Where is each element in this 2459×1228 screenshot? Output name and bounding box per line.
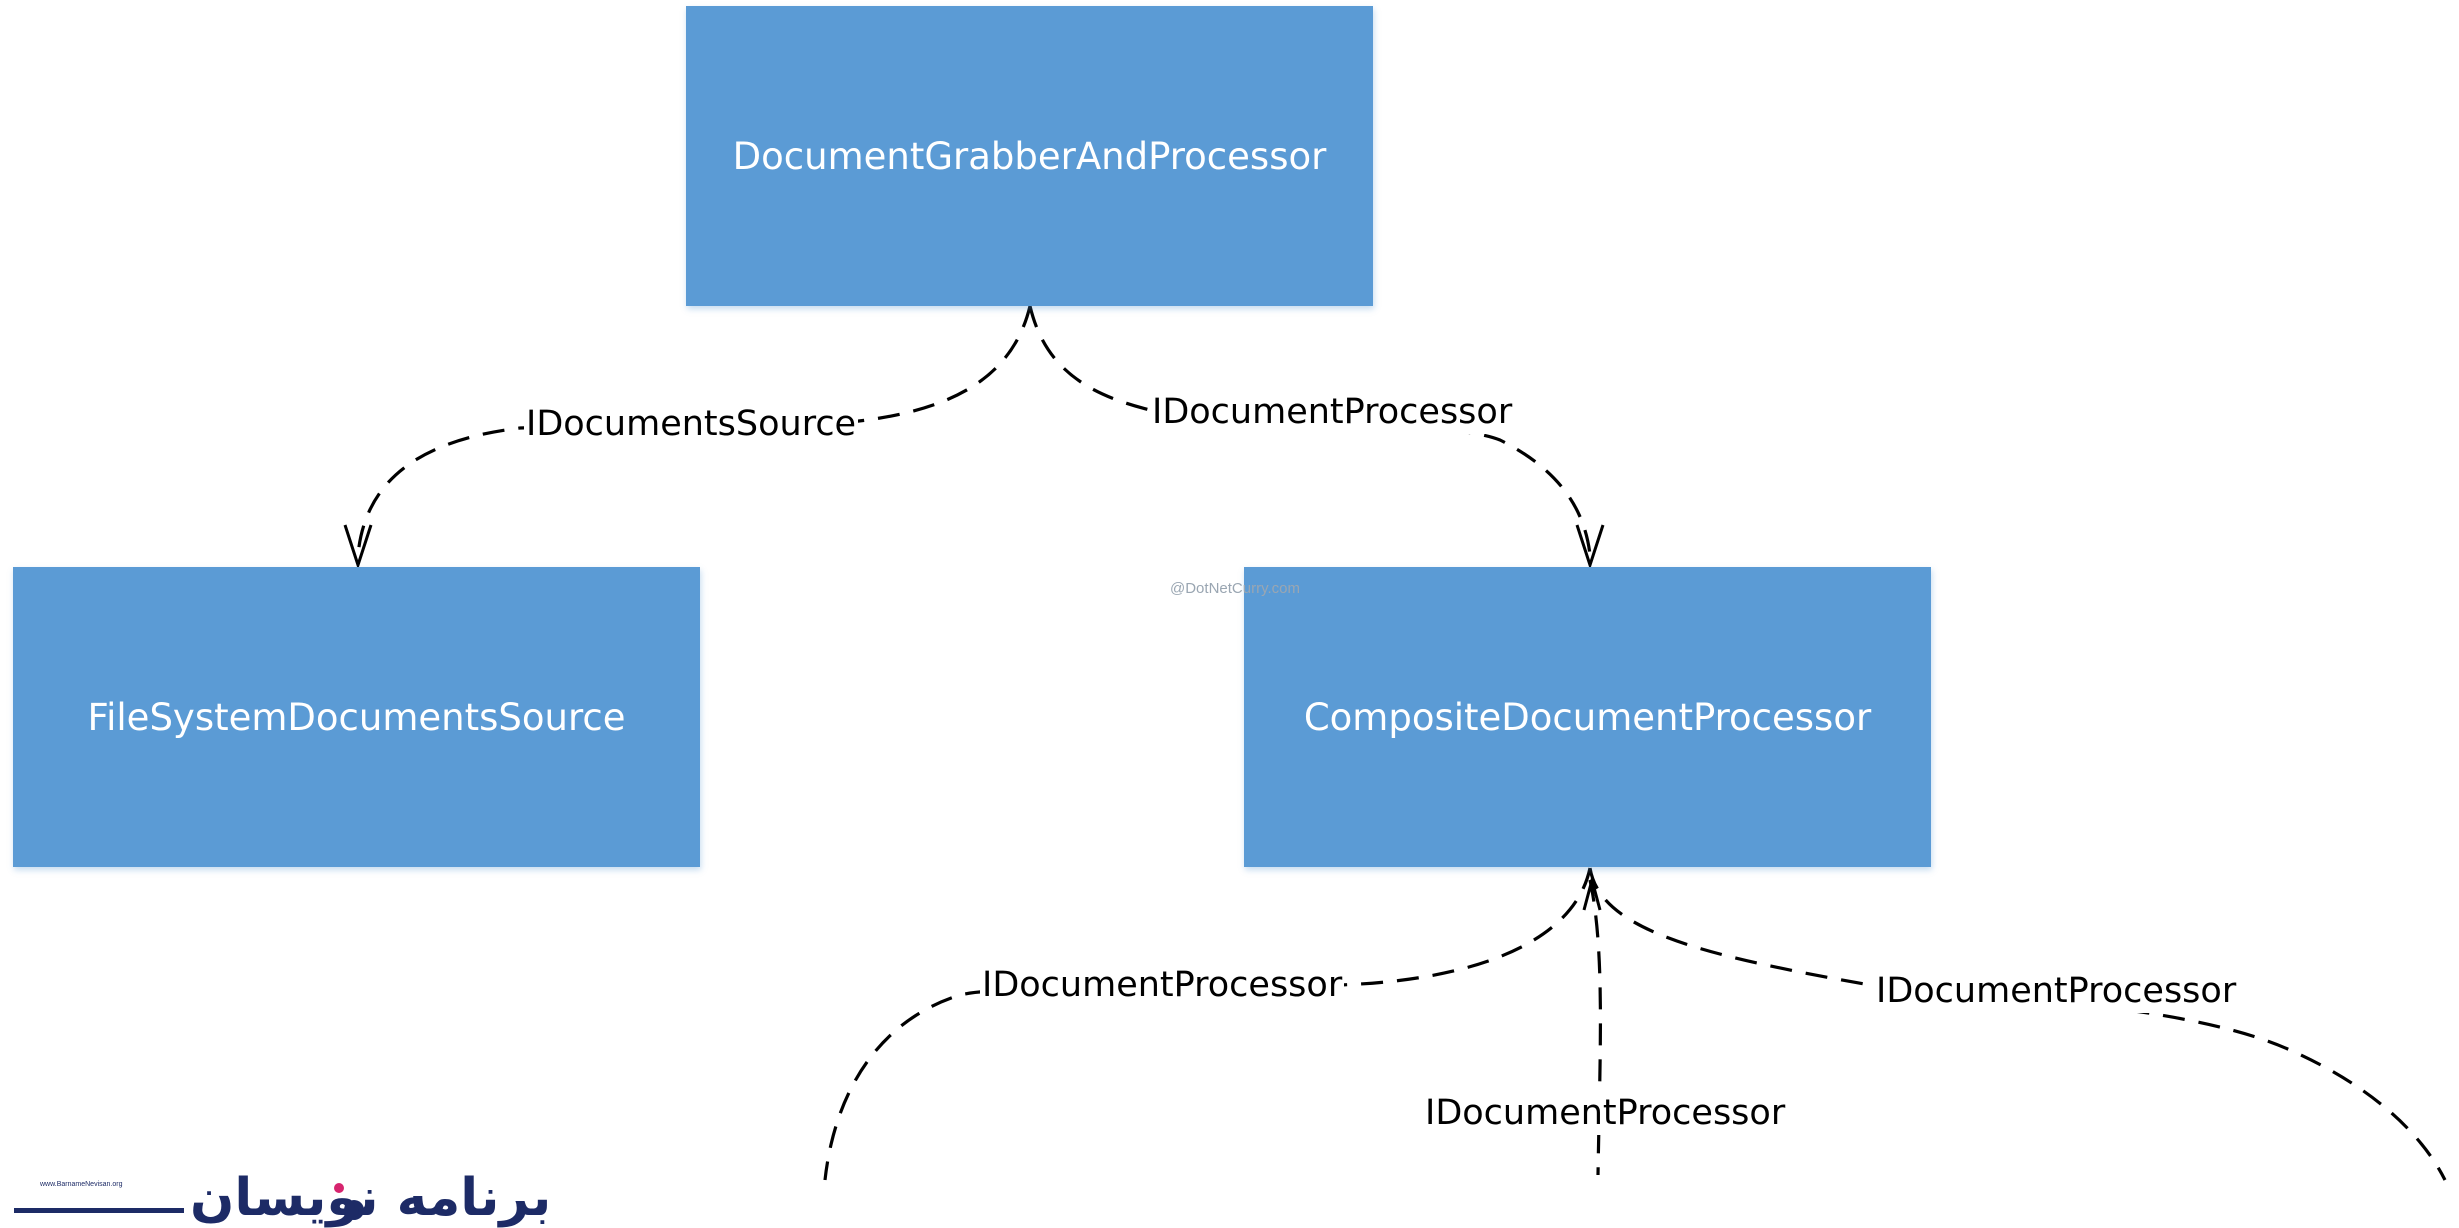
edge-label-document-processor: IDocumentProcessor xyxy=(1150,390,1515,434)
edge-label-document-processor-right: IDocumentProcessor xyxy=(1874,969,2239,1013)
edge-composite-left xyxy=(823,867,1592,1181)
arrowhead-fs xyxy=(343,524,373,570)
node-file-system-documents-source: FileSystemDocumentsSource xyxy=(13,567,700,867)
node-document-grabber-and-processor: DocumentGrabberAndProcessor xyxy=(686,6,1373,306)
logo-text: برنامه نویسان xyxy=(190,1168,552,1228)
logo-mark xyxy=(14,1183,364,1220)
watermark-text: @DotNetCurry.com xyxy=(1170,580,1300,597)
edge-grabber-to-fs xyxy=(356,305,1032,556)
edge-label-document-processor-middle: IDocumentProcessor xyxy=(1423,1091,1788,1135)
edge-label-document-processor-left: IDocumentProcessor xyxy=(980,963,1345,1007)
node-label: DocumentGrabberAndProcessor xyxy=(732,134,1327,178)
node-label: CompositeDocumentProcessor xyxy=(1303,695,1872,739)
node-label: FileSystemDocumentsSource xyxy=(87,695,626,739)
edge-label-documents-source: IDocumentsSource xyxy=(524,402,859,446)
edge-composite-mid xyxy=(1588,879,1603,1176)
logo-url: www.BarnameNevisan.org xyxy=(40,1181,123,1188)
node-composite-document-processor: CompositeDocumentProcessor xyxy=(1244,567,1931,867)
arrowhead-composite xyxy=(1575,524,1605,570)
